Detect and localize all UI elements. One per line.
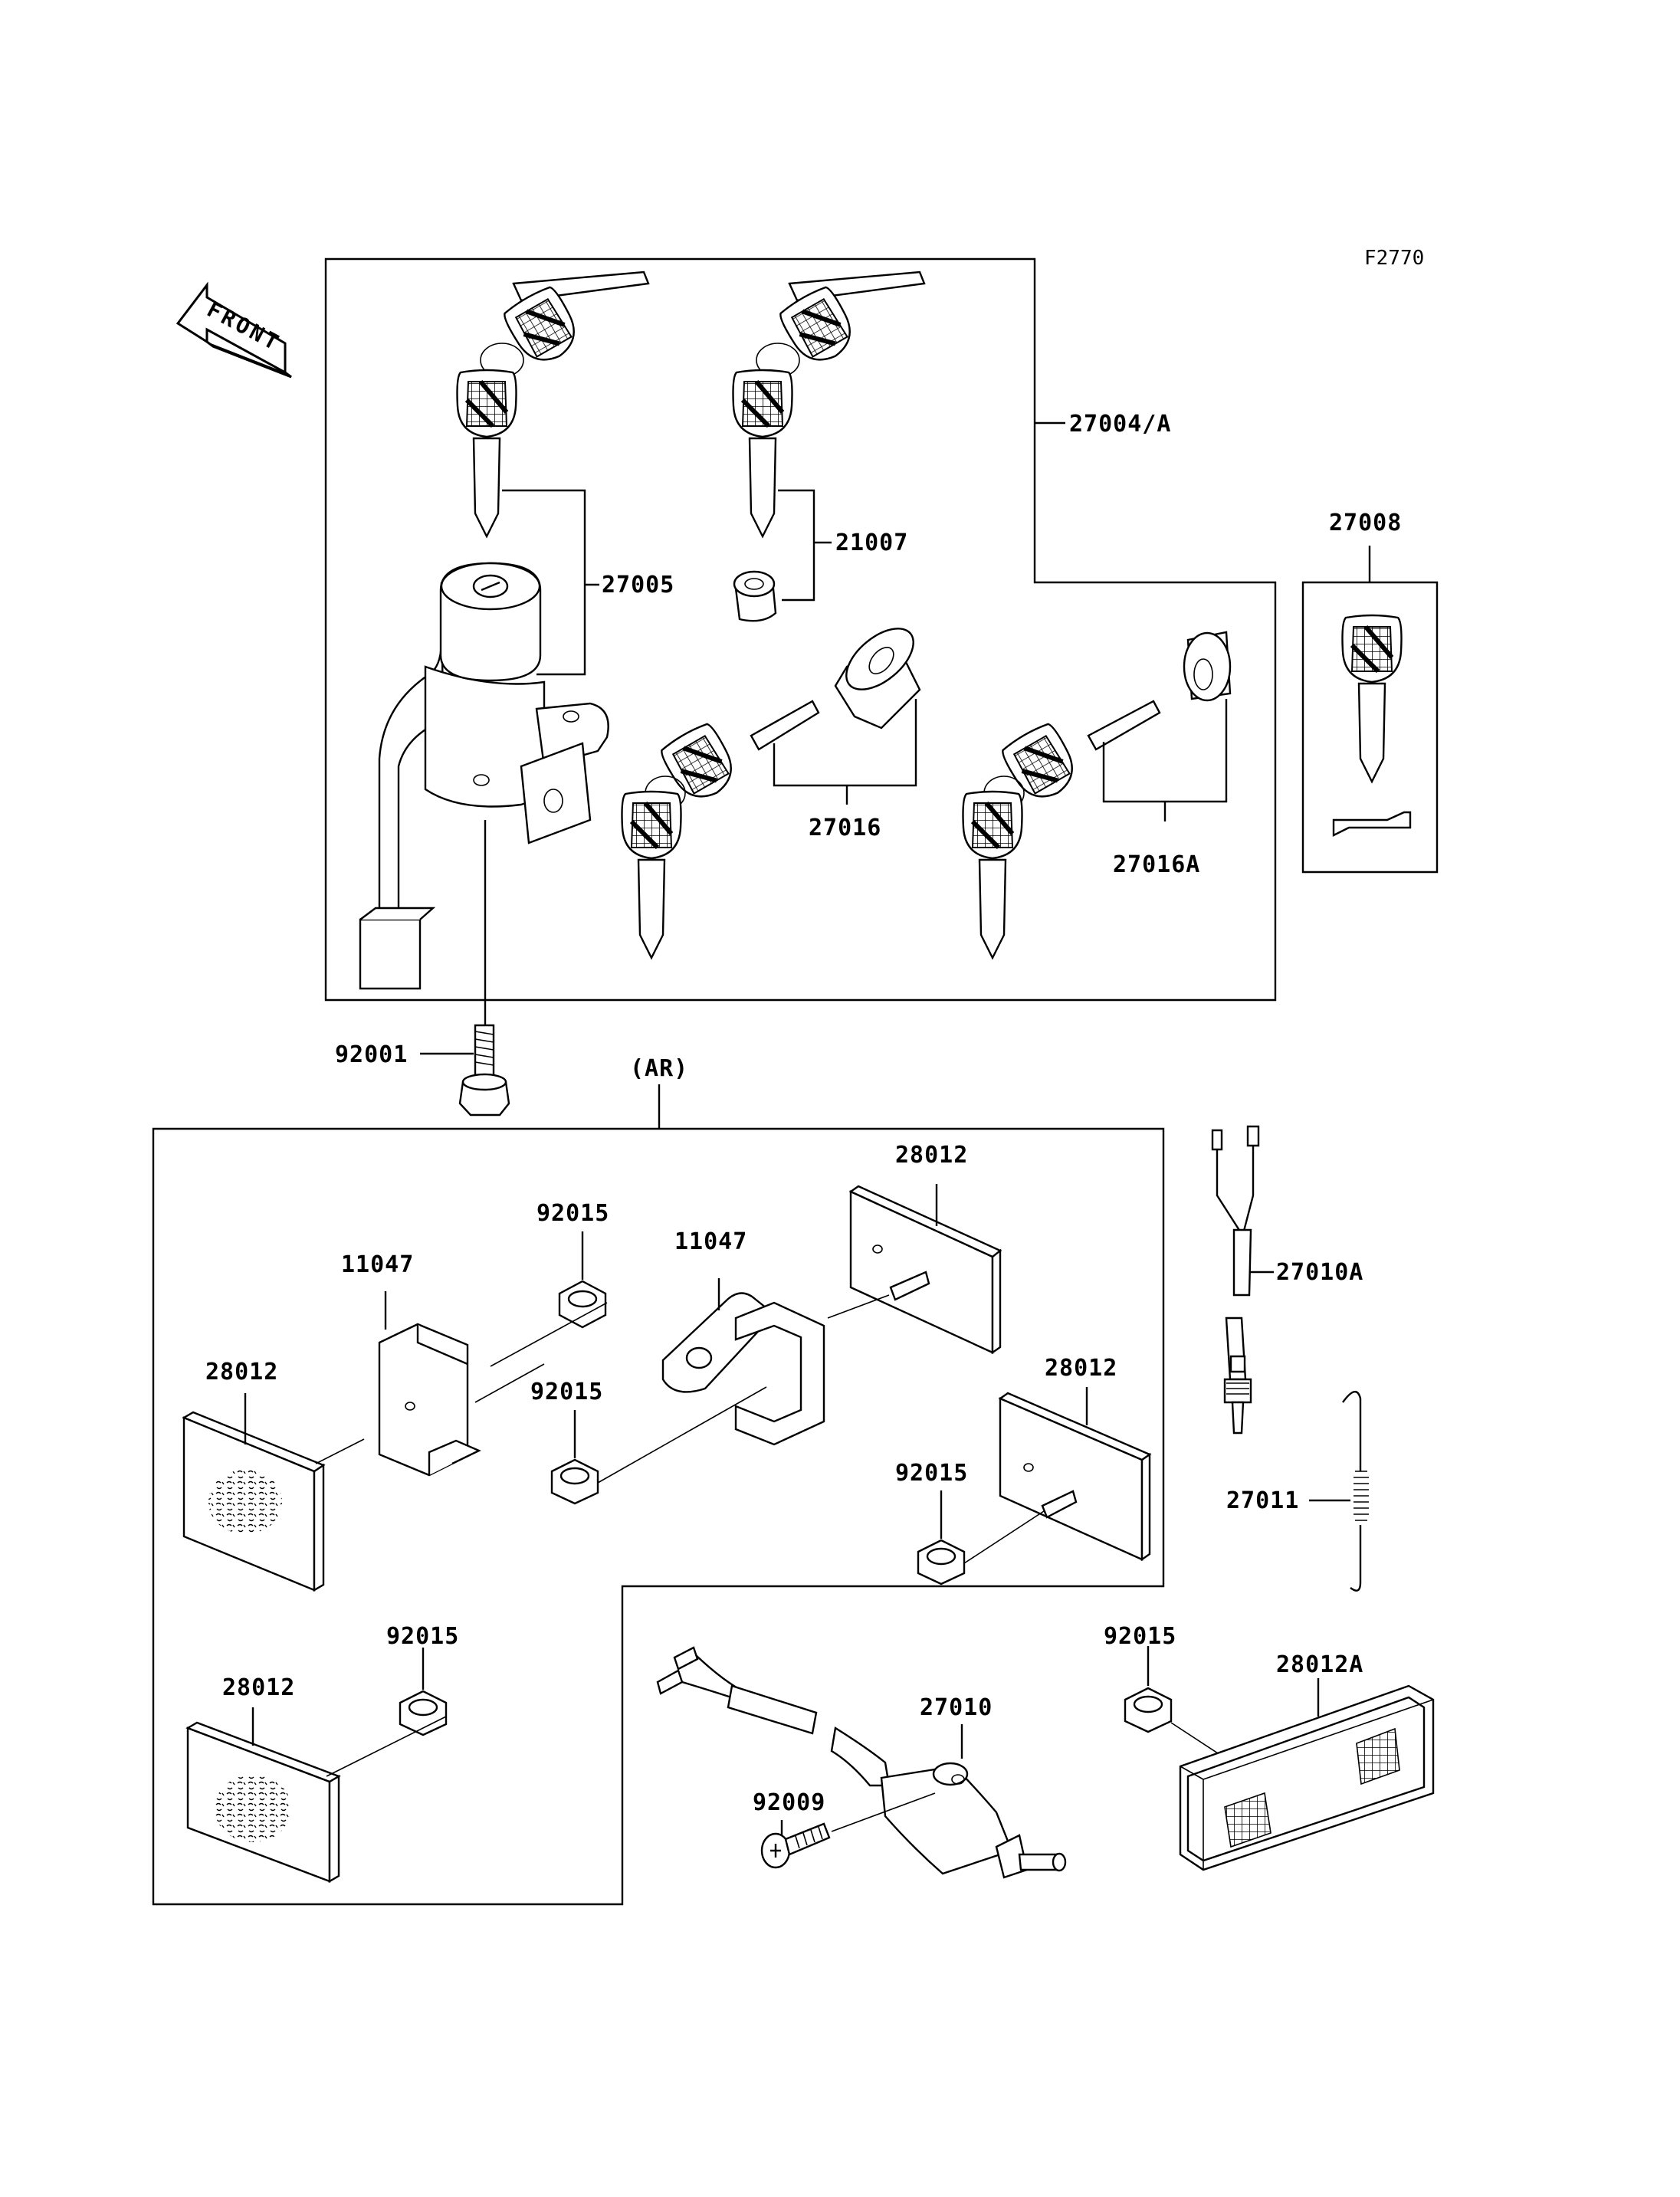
reflector-28012-middle: [998, 1392, 1152, 1562]
ar-label: (AR): [630, 1055, 688, 1082]
part-92015-label-d: 92015: [386, 1623, 459, 1650]
spring-27011: [1342, 1391, 1369, 1592]
reflector-28012-left: [182, 1411, 326, 1592]
part-27004A-label: 27004/A: [1069, 411, 1171, 438]
part-28012-label-left: 28012: [205, 1359, 278, 1385]
part-92009-label: 92009: [753, 1789, 825, 1816]
part-92015-label-a: 92015: [536, 1200, 609, 1227]
part-28012-label-lower: 28012: [222, 1674, 295, 1701]
part-92015-label-e: 92015: [1104, 1623, 1176, 1650]
reflector-28012-upper: [848, 1185, 1002, 1355]
helmet-lock-key-set: [963, 631, 1232, 960]
part-27016-label: 27016: [809, 815, 881, 841]
nut-92015-d: [399, 1690, 448, 1736]
blank-key: [1332, 615, 1412, 837]
part-92015-label-c: 92015: [895, 1460, 968, 1487]
nut-92015-a: [558, 1280, 607, 1329]
nut-92015-e: [1124, 1687, 1173, 1733]
brake-switch-27010A: [1211, 1125, 1260, 1435]
ignition-switch: [359, 562, 609, 990]
part-28012-label-upper: 28012: [895, 1142, 968, 1169]
brake-switch-27010: [656, 1646, 1067, 1879]
blank-key-box: [1301, 581, 1439, 874]
ignition-kit-box: [324, 257, 1277, 1002]
part-21007-label: 21007: [835, 530, 908, 556]
part-92015-label-b: 92015: [530, 1379, 603, 1405]
nut-92015-c: [917, 1539, 966, 1585]
part-27010A-label: 27010A: [1276, 1259, 1363, 1286]
reflector-28012A: [1179, 1684, 1435, 1871]
part-27010-label: 27010: [920, 1694, 993, 1721]
part-11047-label-left: 11047: [341, 1251, 414, 1278]
part-27008-label: 27008: [1329, 510, 1402, 536]
part-27016A-label: 27016A: [1113, 851, 1200, 878]
nut-92015-b: [550, 1458, 599, 1505]
part-28012-label-middle: 28012: [1045, 1355, 1117, 1382]
reflector-kit-box: [152, 1127, 1165, 1906]
front-arrow: FRONT: [176, 281, 292, 379]
lock-cylinder-21007: [733, 570, 777, 622]
reflector-28012-lower: [185, 1721, 341, 1884]
figure-code: F2770: [1364, 247, 1424, 270]
bracket-11047-right: [661, 1292, 825, 1446]
bolt-92001: [458, 1024, 510, 1117]
ignition-key-set: [458, 271, 650, 539]
bracket-11047-left: [378, 1323, 481, 1477]
part-28012A-label: 28012A: [1276, 1651, 1363, 1678]
part-27011-label: 27011: [1226, 1487, 1299, 1514]
fuel-cap-lock-key-set: [622, 628, 921, 960]
part-92001-label: 92001: [335, 1041, 408, 1068]
seat-lock-key-set: [733, 271, 926, 539]
part-27005-label: 27005: [602, 572, 674, 598]
part-11047-label-right: 11047: [674, 1228, 747, 1255]
screw-92009: [760, 1822, 831, 1869]
